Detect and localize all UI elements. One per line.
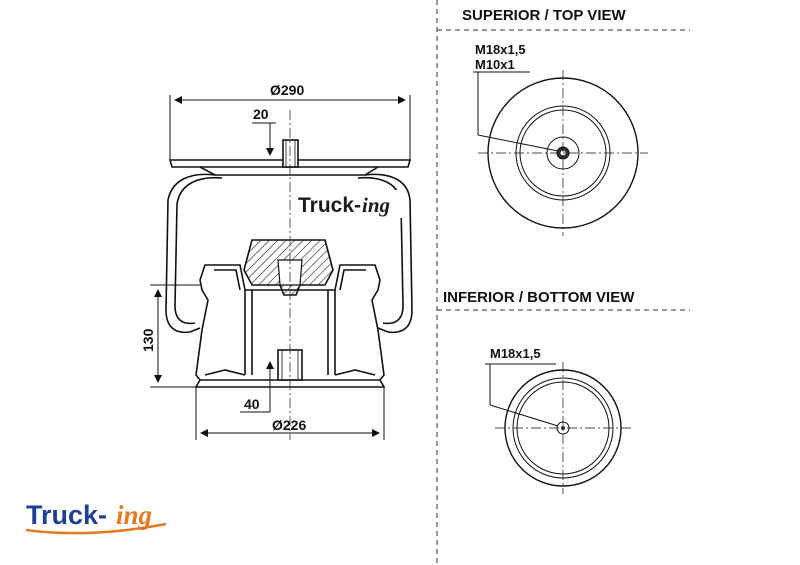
drawing-logo-part1: Truck- xyxy=(298,194,361,217)
brand-logo-swoosh xyxy=(25,522,167,535)
bottom-view-heading: INFERIOR / BOTTOM VIEW xyxy=(443,289,635,306)
dim-top-diameter: Ø290 xyxy=(270,82,304,98)
dim-bottom-diameter: Ø226 xyxy=(272,417,306,433)
top-view-drawing xyxy=(473,70,648,236)
brand-logo-part1: Truck- xyxy=(26,500,107,530)
top-thread-2: M10x1 xyxy=(475,57,515,72)
brand-logo: Truck- ing xyxy=(25,500,167,535)
dim-bottom-offset: 40 xyxy=(244,396,260,412)
bottom-thread: M18x1,5 xyxy=(490,346,541,361)
dim-height: 130 xyxy=(140,328,156,352)
drawing-logo: Truck- ing xyxy=(296,190,404,218)
view-separators xyxy=(436,0,690,565)
drawing-logo-part2: ing xyxy=(362,193,390,217)
bottom-view-drawing xyxy=(485,362,631,494)
brand-logo-part2: ing xyxy=(116,500,152,530)
dim-top-offset: 20 xyxy=(253,106,269,122)
dimension-lines xyxy=(150,95,411,440)
top-view-heading: SUPERIOR / TOP VIEW xyxy=(462,7,626,24)
top-thread-1: M18x1,5 xyxy=(475,42,526,57)
